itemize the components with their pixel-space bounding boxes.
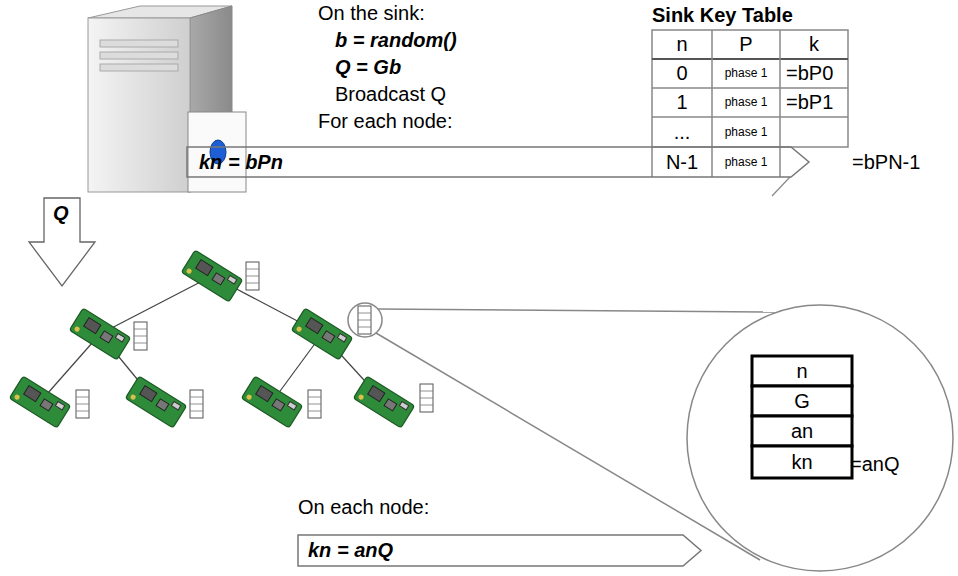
- table-cell: =bP0: [786, 59, 850, 88]
- tree-wire: [100, 276, 212, 334]
- sensor-node-icon: [181, 250, 242, 302]
- label-text: On the sink:: [318, 2, 425, 25]
- key-store-icon: [190, 390, 203, 418]
- label-text: Broadcast Q: [335, 83, 446, 106]
- table-cell: =bPN-1: [852, 147, 920, 177]
- table-cell: P: [714, 30, 778, 59]
- node-text: n: [752, 356, 852, 386]
- sensor-node-icon: [291, 308, 352, 360]
- label-text: Sink Key Table: [652, 4, 793, 27]
- key-store-icon: [358, 306, 371, 334]
- tree-wires: [40, 276, 384, 402]
- label-text: b = random(): [335, 29, 457, 52]
- sensor-node-icon: [9, 376, 70, 428]
- table-cell: ...: [654, 117, 710, 147]
- table-cell: phase 1: [714, 117, 778, 147]
- node-text: kn: [752, 446, 852, 478]
- table-cell: 0: [654, 59, 710, 88]
- label-text: Q = Gb: [335, 56, 401, 79]
- key-store-icon: [134, 322, 147, 350]
- key-store-cell: kn: [752, 446, 852, 478]
- label-text: On each node:: [298, 496, 429, 519]
- key-store-cell: n: [752, 356, 852, 386]
- node-text: kn = anQ: [308, 535, 393, 566]
- formula-arrow-box: kn = bPn: [187, 147, 809, 177]
- zoom-circle: nGankn=anQ: [686, 304, 954, 572]
- label-text: For each node:: [318, 110, 453, 133]
- key-store-icon: [308, 390, 321, 418]
- sensor-node-icon: [125, 376, 186, 428]
- key-store-cell: G: [752, 386, 852, 416]
- broadcast-arrow: [29, 198, 95, 286]
- table-cell: N-1: [654, 147, 710, 177]
- table-cell: phase 1: [714, 88, 778, 117]
- node-text: G: [752, 386, 852, 416]
- key-store-icon: [246, 262, 259, 290]
- sensor-node-icon: [353, 376, 414, 428]
- label-text: Q: [53, 202, 69, 225]
- node-text: kn = bPn: [199, 147, 283, 177]
- node-text: an: [752, 416, 852, 446]
- table-cell: =bP1: [786, 88, 850, 117]
- sensor-node-icon: [69, 308, 130, 360]
- key-store-icon: [420, 384, 433, 412]
- key-store-cell: an: [752, 416, 852, 446]
- table-cell: 1: [654, 88, 710, 117]
- node-text: =anQ: [850, 450, 899, 478]
- table-cell: k: [782, 30, 846, 59]
- key-store-icon: [76, 390, 89, 418]
- table-cell: n: [654, 30, 710, 59]
- table-cell: phase 1: [714, 59, 778, 88]
- sensor-node-icon: [241, 376, 302, 428]
- table-cell: phase 1: [714, 147, 778, 177]
- formula-arrow-box: kn = anQ: [298, 535, 701, 566]
